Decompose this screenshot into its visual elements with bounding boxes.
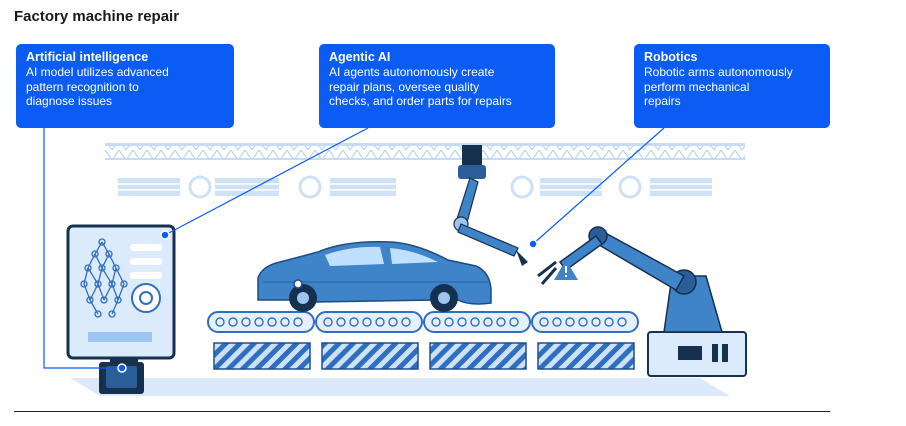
callout-connectors (43, 127, 665, 369)
callout-title: Robotics (644, 50, 698, 64)
callout-robotics: Robotics Robotic arms autonomously perfo… (634, 44, 830, 128)
neural-network-icon (80, 238, 128, 318)
callout-agentic-ai: Agentic AI AI agents autonomously create… (319, 44, 555, 128)
conveyor-belt-icon (207, 311, 639, 333)
conveyor-supports (213, 342, 635, 370)
warning-icon (554, 260, 578, 280)
diagnostic-terminal (66, 224, 176, 394)
page-title: Factory machine repair (14, 8, 180, 25)
ceiling-truss (105, 143, 745, 160)
ventilation-fan-icon (188, 175, 642, 199)
factory-floor (70, 378, 730, 396)
callout-anchor-dots (117, 230, 538, 373)
wall-vents (118, 178, 712, 196)
callout-description: AI agents autonomously create repair pla… (329, 65, 512, 108)
callout-title: Artificial intelligence (26, 50, 149, 64)
car-icon (257, 240, 492, 312)
callout-title: Agentic AI (329, 50, 391, 64)
callout-description: Robotic arms autonomously perform mechan… (644, 65, 793, 108)
overhead-robotic-arm (453, 145, 528, 266)
callout-artificial-intelligence: Artificial intelligence AI model utilize… (16, 44, 234, 128)
bottom-divider (14, 411, 830, 412)
callout-description: AI model utilizes advanced pattern recog… (26, 65, 169, 108)
